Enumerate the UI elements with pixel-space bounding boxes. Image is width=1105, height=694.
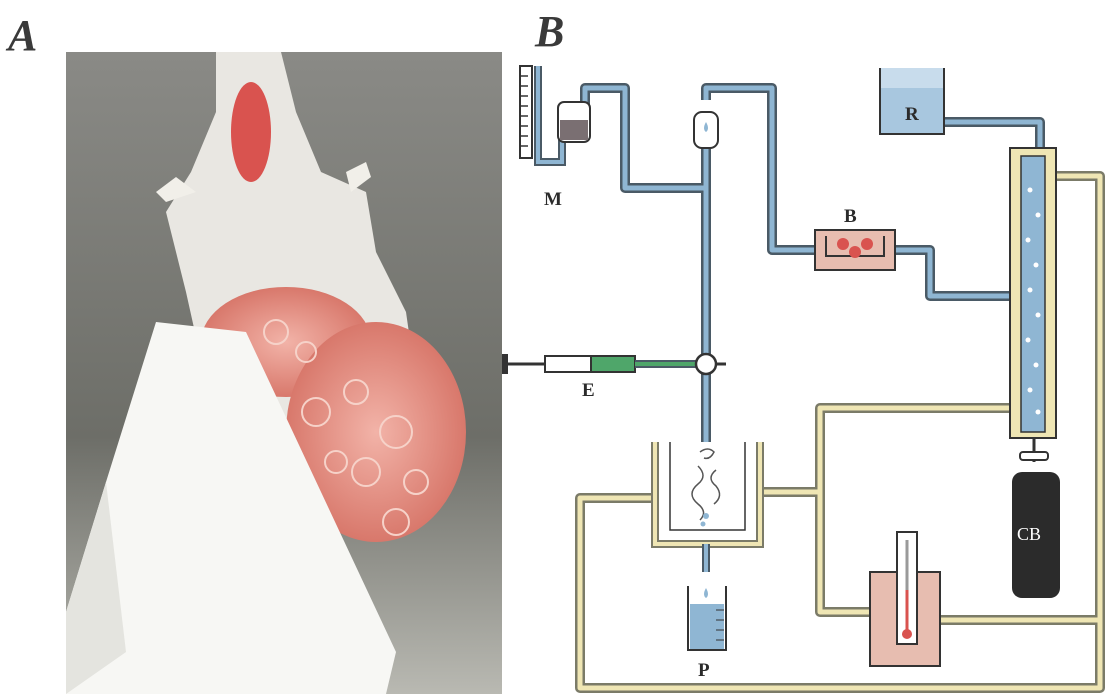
- three-way-stopcock[interactable]: [696, 354, 726, 374]
- oxygenator-column: [1010, 148, 1056, 438]
- reservoir: R: [880, 68, 944, 134]
- manometer: M: [520, 66, 590, 210]
- organ-bath: [655, 442, 760, 572]
- collector-label: P: [698, 660, 710, 681]
- manometer-label: M: [544, 189, 562, 210]
- bubble-trap: B: [815, 206, 895, 270]
- manometer-scale: [520, 66, 532, 158]
- drip-chamber: [694, 112, 718, 148]
- gas-cylinder: CB: [1012, 438, 1060, 598]
- syringe-label: E: [582, 380, 595, 401]
- thermostat-bath: [870, 532, 940, 666]
- collection-cylinder: P: [688, 586, 726, 681]
- gas-cylinder-label: CB: [1017, 524, 1041, 544]
- syringe-pump: E: [502, 354, 698, 401]
- reservoir-label: R: [905, 104, 919, 125]
- bubble-trap-label: B: [844, 206, 857, 227]
- perfusion-tubing: [585, 88, 1040, 445]
